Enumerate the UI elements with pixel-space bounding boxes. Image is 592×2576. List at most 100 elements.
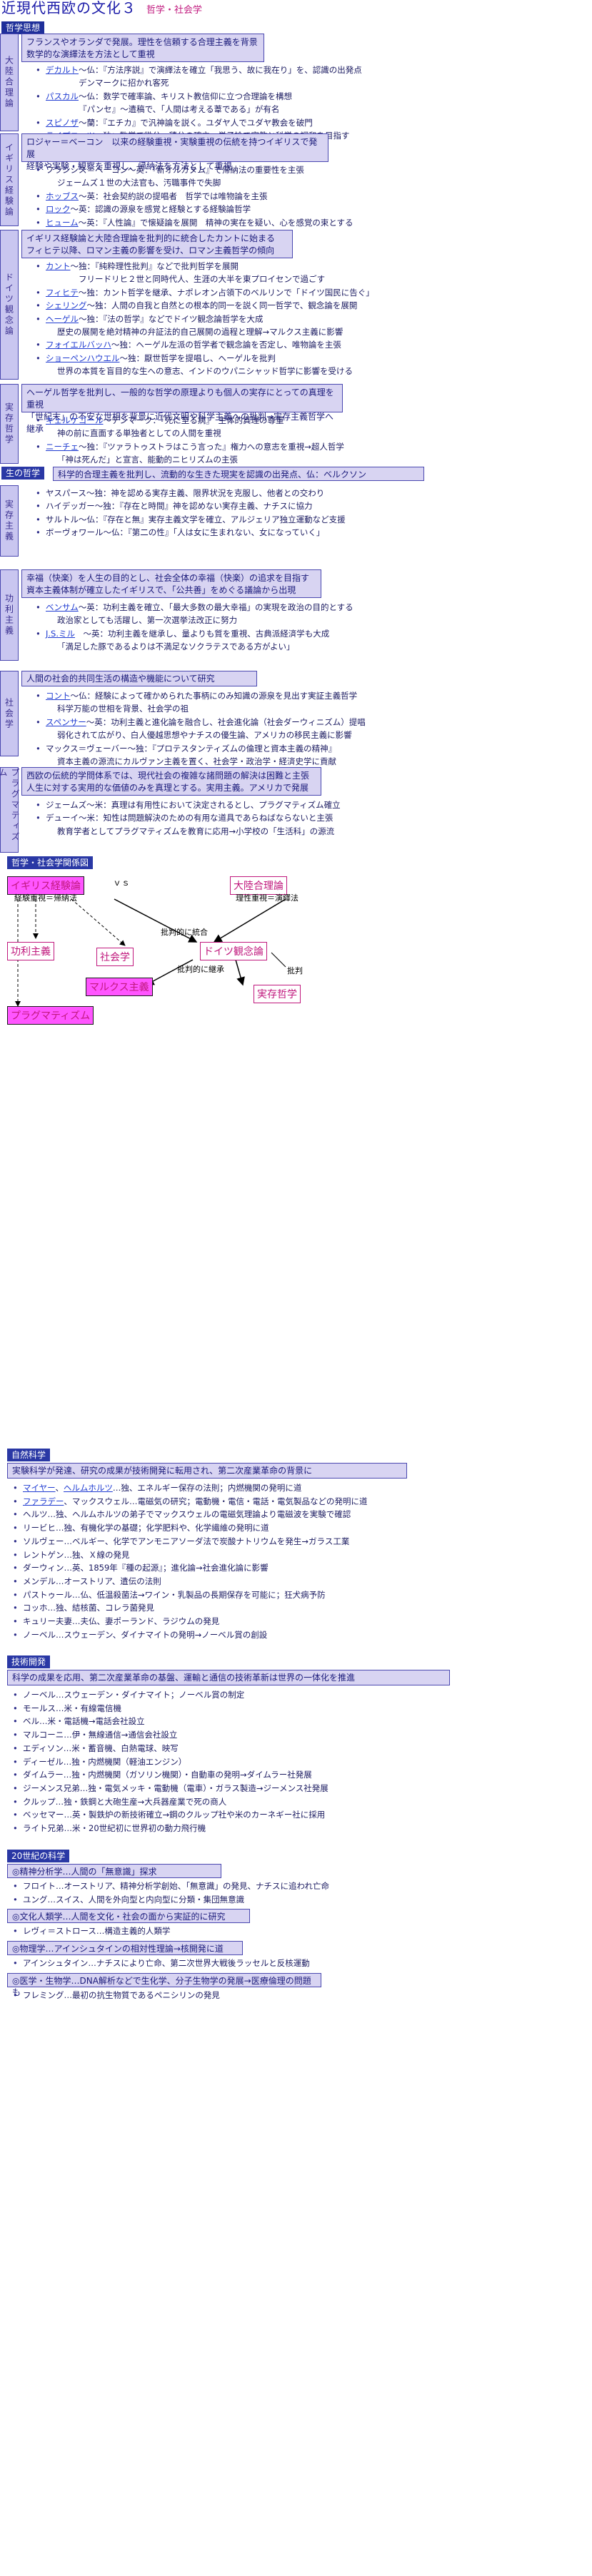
list-item: ヤスパース～独：神を認める実存主義、限界状況を克服し、他者との交わり [36, 487, 346, 500]
list-item: ホッブス～英：社会契約説の提唱者 哲学では唯物論を主張 [36, 190, 353, 203]
list-psychoanalysis: フロイト…オーストリア、精神分析学創始、「無意識」の発見、ナチスに追われ亡命 ユ… [13, 1880, 329, 1906]
block-physics-title: ◎物理学…アインシュタインの相対性理論→核開発に道 [7, 1941, 243, 1955]
list-item: ダイムラー…独・内燃機関（ガソリン機関）・自動車の発明→ダイムラー社発展 [13, 1768, 328, 1782]
list-item: フォイエルバッハ～独：ヘーゲル左派の哲学者で観念論を否定し、唯物論を主張 [36, 338, 374, 352]
summary-continental: フランスやオランダで発展。理性を信頼する合理主義を背景数学的な演繹法を方法として… [21, 34, 264, 62]
list-item: ショーペンハウエル～独：厭世哲学を提唱し、ヘーゲルを批判 [36, 352, 374, 365]
list-item: 「神は死んだ」と宣言、能動的ニヒリズムの主張 [57, 455, 238, 465]
list-item: フランシス＝ベーコン～英：『新オルガヌム』で帰納法の重要性を主張 [36, 163, 353, 177]
section-label-science: 自然科学 [7, 1449, 51, 1461]
list-item: フリードリヒ２世と同時代人、生涯の大半を東プロイセンで過ごす [79, 274, 326, 285]
list-item: マイヤー、ヘルムホルツ…独、エネルギー保存の法則；内燃機関の発明に道 [13, 1481, 368, 1495]
side-label-sociology: 社会学 [0, 671, 19, 756]
list-british: フランシス＝ベーコン～英：『新オルガヌム』で帰納法の重要性を主張 ジェームズ１世… [36, 163, 353, 229]
edge-continental-german [213, 898, 286, 943]
list-item: ロック～英：認識の源泉を感覚と経験とする経験論哲学 [36, 203, 353, 216]
edge-german-existential [235, 959, 245, 986]
list-item: ベンサム～英：功利主義を確立、「最大多数の最大幸福」の実現を政治の目的とする [36, 601, 353, 614]
side-label-utilitarianism: 功利主義 [0, 569, 19, 661]
list-pragmatism: ジェームズ～米：真理は有用性において決定されるとし、プラグマティズム確立 デュー… [36, 798, 341, 838]
diagram-edges [15, 898, 286, 1007]
block-medicine-title: ◎医学・生物学…DNA解析などで生化学、分子生物学の発展→医療倫理の問題も [7, 1973, 321, 1997]
side-label-british: イギリス経験論 [0, 133, 19, 226]
list-item: カント～独：『純粋理性批判』などで批判哲学を展開 [36, 260, 374, 273]
list-item: ノーベル…スウェーデン・ダイナマイト；ノーベル賞の制定 [13, 1688, 328, 1702]
list-item: ライト兄弟…米・20世紀初に世界初の動力飛行機 [13, 1822, 328, 1835]
edge-british-sociology [71, 898, 126, 946]
label-inherit: 批判的に継承 [177, 965, 224, 974]
side-label-german: ドイツ観念論 [0, 230, 19, 380]
side-label-continental: 大陸合理論 [0, 34, 19, 131]
list-item: 政治家としても活躍し、第一次選挙法改正に努力 [57, 615, 238, 626]
edge-german-marx [145, 959, 194, 985]
list-item: マルコーニ…伊・無線通信→通信会社設立 [13, 1728, 328, 1742]
list-item: リービヒ…独、有機化学の基礎；化学肥料や、化学繊維の発明に道 [13, 1521, 368, 1535]
list-item: ジェームズ～米：真理は有用性において決定されるとし、プラグマティズム確立 [36, 798, 341, 812]
list-item: デンマークに招かれ客死 [79, 78, 169, 88]
edge-criticize [271, 952, 286, 968]
summary-british: ロジャー＝ベーコン 以来の経験重視・実験重視の伝統を持つイギリスで発展経験や実験… [21, 133, 328, 171]
list-item: フィヒテ～独：カント哲学を継承、ナポレオン占領下のベルリンで「ドイツ国民に告ぐ」 [36, 286, 374, 300]
list-item: クルップ…独・鉄鋼と大砲生産→大兵器産業で死の商人 [13, 1795, 328, 1809]
side-label-existential: 実存哲学 [0, 384, 19, 464]
list-item: デューイ～米：知性は問題解決のための有用な道具であらねばならないと主張 [36, 811, 341, 825]
section-label-20c: 20世紀の科学 [7, 1850, 70, 1862]
list-item: ユング…スイス、人間を外向型と内向型に分類・集団無意識 [13, 1893, 329, 1907]
list-item: サルトル～仏：『存在と無』実存主義文学を確立、アルジェリア独立運動など支援 [36, 513, 346, 527]
list-item: メンデル…オーストリア、遺伝の法則 [13, 1575, 368, 1588]
list-science: マイヤー、ヘルムホルツ…独、エネルギー保存の法則；内燃機関の発明に道 ファラデー… [13, 1481, 368, 1641]
page-subtitle: 哲学・社会学 [146, 5, 203, 16]
section-label-technology: 技術開発 [7, 1655, 51, 1668]
list-item: キェルケゴール～デンマーク：『死に至る病』 主体的真理の尊重 [36, 414, 344, 427]
side-label-pragmatism: プラグマティズム [0, 767, 20, 853]
list-item: パスカル～仏：数学で確率論、キリスト教信仰に立つ合理論を構想 [36, 90, 362, 103]
list-item: コッホ…独、結核菌、コレラ菌発見 [13, 1601, 368, 1615]
label-british-method: 経験重視＝帰納法 [14, 893, 77, 903]
list-item: コント～仏：経験によって確かめられた事柄にのみ知識の源泉を見出す実証主義哲学 [36, 689, 366, 703]
node-existential: 実存哲学 [254, 985, 301, 1003]
summary-german: イギリス経験論と大陸合理論を批判的に統合したカントに始まるフィヒテ以降、ロマン主… [21, 230, 293, 258]
list-item: ヘーゲル～独：『法の哲学』などでドイツ観念論哲学を大成 [36, 313, 374, 326]
list-item: 神の前に直面する単独者としての人間を重視 [57, 428, 221, 439]
list-technology: ノーベル…スウェーデン・ダイナマイト；ノーベル賞の制定 モールス…米・有線電信機… [13, 1688, 328, 1835]
summary-utilitarianism: 幸福（快楽）を人生の目的とし、社会全体の幸福（快楽）の追求を目指す資本主義体制が… [21, 569, 321, 598]
list-item: 「満足した豚であるよりは不満足なソクラテスである方がよい」 [57, 642, 295, 652]
page-header: 近現代西欧の文化３ 哲学・社会学 [1, 0, 203, 17]
list-item: ファラデー、マックスウェル…電磁気の研究；電動機・電信・電話・電気製品などの発明… [13, 1495, 368, 1508]
list-item: エディソン…米・蓄音機、白熱電球、映写 [13, 1742, 328, 1755]
edge-british-german [114, 898, 198, 943]
list-item: ジーメンス兄弟…独・電気メッキ・電動機（電車）・ガラス製造→ジーメンス社発展 [13, 1782, 328, 1795]
list-item: ハイデッガー～独：『存在と時間』神を認めない実存主義、ナチスに協力 [36, 500, 346, 513]
list-item: シェリング～独：人間の自我と自然との根本的同一を説く同一哲学で、観念論を展開 [36, 299, 374, 313]
node-sociology: 社会学 [96, 948, 134, 966]
list-item: 歴史の展開を絶対精神の弁証法的自己展開の過程と理解→マルクス主義に影響 [57, 327, 343, 338]
list-item: 科学万能の世相を背景、社会学の祖 [57, 704, 189, 714]
list-item: スペンサー～英：功利主義と進化論を融合し、社会進化論（社会ダーウィニズム）提唱 [36, 716, 366, 729]
node-utilitarian: 功利主義 [7, 942, 54, 960]
list-item: レヴィ＝ストロース…構造主義的人類学 [13, 1925, 170, 1938]
list-medicine: フレミング…最初の抗生物質であるペニシリンの発見 [13, 1989, 220, 2002]
node-british: イギリス経験論 [7, 876, 84, 895]
node-marx: マルクス主義 [86, 978, 153, 996]
list-item: 資本主義の源流にカルヴァン主義を置く、社会学・政治学・経済史学に貢献 [57, 756, 336, 767]
list-existentialism: ヤスパース～独：神を認める実存主義、限界状況を克服し、他者との交わり ハイデッガ… [36, 487, 346, 539]
node-german: ドイツ観念論 [200, 942, 267, 960]
list-utilitarianism: ベンサム～英：功利主義を確立、「最大多数の最大幸福」の実現を政治の目的とする 政… [36, 601, 353, 654]
label-unify: 批判的に統合 [161, 928, 208, 937]
list-item: 教育学者としてプラグマティズムを教育に応用→小学校の「生活科」の源流 [57, 826, 335, 836]
list-item: ノーベル…スウェーデン、ダイナマイトの発明→ノーベル賞の創設 [13, 1628, 368, 1642]
list-item: ボーヴォワール～仏：『第二の性』「人は女に生まれない、女になっていく」 [36, 526, 346, 539]
node-continental: 大陸合理論 [230, 876, 287, 895]
list-item: モールス…米・有線電信機 [13, 1702, 328, 1715]
list-item: マックス＝ヴェーバー～独：『プロテスタンティズムの倫理と資本主義の精神』 [36, 742, 366, 756]
section-label-life: 生の哲学 [1, 467, 45, 480]
list-item: J.S.ミル ～英：功利主義を継承し、量よりも質を重視、古典派経済学も大成 [36, 627, 353, 641]
summary-pragmatism: 西欧の伝統的学問体系では、現代社会の複雑な諸問題の解決は困難と主張人生に対する実… [21, 767, 321, 796]
list-continental: デカルト～仏：『方法序説』で演繹法を確立「我思う、故に我在り」を、認識の出発点 … [36, 64, 362, 143]
list-item: ヒューム～英：『人性論』で懐疑論を展開 精神の実在を疑い、心を感覚の束とする [36, 216, 353, 230]
block-anthropology-title: ◎文化人類学…人間を文化・社会の面から実証的に研究 [7, 1909, 250, 1923]
list-item: 弱化されて広がり、白人優越思想やナチスの優生論、アメリカの移民主義に影響 [57, 730, 352, 741]
list-item: ソルヴェー…ベルギー、化学でアンモニアソーダ法で炭酸ナトリウムを発生→ガラス工業 [13, 1535, 368, 1548]
section-label-relation: 哲学・社会学関係図 [7, 856, 94, 869]
list-item: スピノザ～蘭：『エチカ』で汎神論を説く。ユダヤ人でユダヤ教会を破門 [36, 116, 362, 130]
